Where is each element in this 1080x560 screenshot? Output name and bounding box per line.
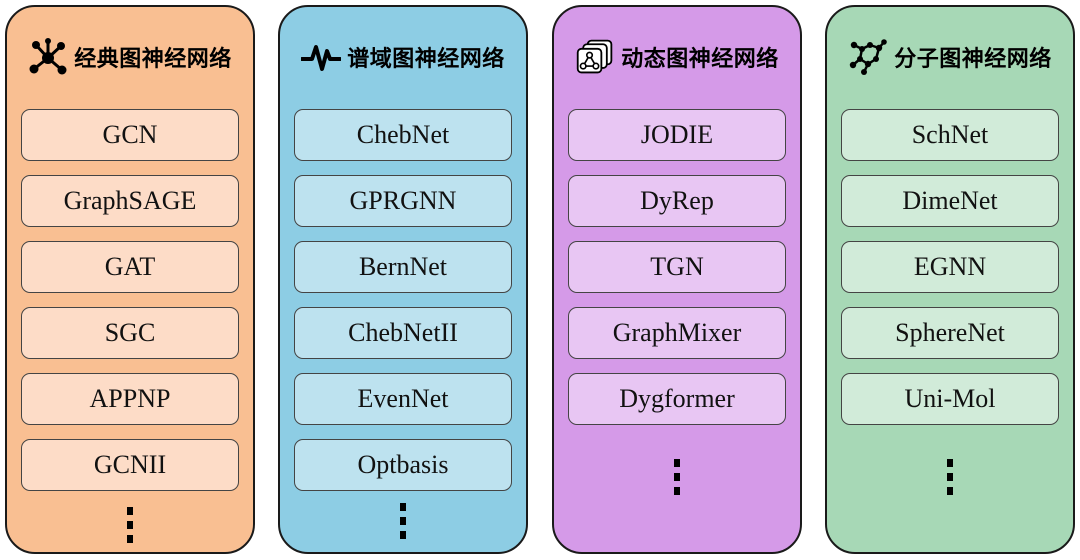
list-item: APPNP: [21, 373, 239, 425]
list-item: GAT: [21, 241, 239, 293]
more-ellipsis: [554, 459, 800, 506]
list-item: EvenNet: [294, 373, 512, 425]
list-item: GraphMixer: [568, 307, 786, 359]
network-graph-icon: [28, 37, 68, 77]
list-item: SphereNet: [841, 307, 1059, 359]
panel-title: 经典图神经网络: [74, 47, 232, 72]
panel-header: 分子图神经网络: [827, 37, 1073, 77]
list-item: JODIE: [568, 109, 786, 161]
panel-title: 动态图神经网络: [621, 47, 779, 72]
list-item: DyRep: [568, 175, 786, 227]
panel-header: 动态图神经网络: [554, 37, 800, 77]
list-item: DimeNet: [841, 175, 1059, 227]
more-ellipsis: [7, 507, 253, 554]
list-item: BernNet: [294, 241, 512, 293]
more-ellipsis: [280, 503, 526, 550]
panel-classic-gnn: 经典图神经网络 GCN GraphSAGE GAT SGC APPNP GCNI…: [5, 5, 255, 554]
item-list: SchNet DimeNet EGNN SphereNet Uni-Mol: [841, 109, 1059, 439]
panel-header: 谱域图神经网络: [280, 37, 526, 77]
panel-spectral-gnn: 谱域图神经网络 ChebNet GPRGNN BernNet ChebNetII…: [278, 5, 528, 554]
list-item: GPRGNN: [294, 175, 512, 227]
stacked-graph-frames-icon: [575, 37, 615, 77]
list-item: EGNN: [841, 241, 1059, 293]
list-item: GCN: [21, 109, 239, 161]
item-list: GCN GraphSAGE GAT SGC APPNP GCNII: [21, 109, 239, 505]
panel-title: 谱域图神经网络: [347, 47, 505, 72]
panel-dynamic-gnn: 动态图神经网络 JODIE DyRep TGN GraphMixer Dygfo…: [552, 5, 802, 554]
list-item: Uni-Mol: [841, 373, 1059, 425]
list-item: GCNII: [21, 439, 239, 491]
list-item: Optbasis: [294, 439, 512, 491]
panel-molecular-gnn: 分子图神经网络 SchNet DimeNet EGNN SphereNet Un…: [825, 5, 1075, 554]
list-item: GraphSAGE: [21, 175, 239, 227]
item-list: JODIE DyRep TGN GraphMixer Dygformer: [568, 109, 786, 439]
molecule-icon: [848, 37, 888, 77]
list-item: SGC: [21, 307, 239, 359]
list-item: SchNet: [841, 109, 1059, 161]
panel-header: 经典图神经网络: [7, 37, 253, 77]
item-list: ChebNet GPRGNN BernNet ChebNetII EvenNet…: [294, 109, 512, 505]
list-item: ChebNet: [294, 109, 512, 161]
waveform-icon: [301, 37, 342, 77]
more-ellipsis: [827, 459, 1073, 506]
list-item: TGN: [568, 241, 786, 293]
list-item: Dygformer: [568, 373, 786, 425]
list-item: ChebNetII: [294, 307, 512, 359]
panel-title: 分子图神经网络: [894, 47, 1052, 72]
